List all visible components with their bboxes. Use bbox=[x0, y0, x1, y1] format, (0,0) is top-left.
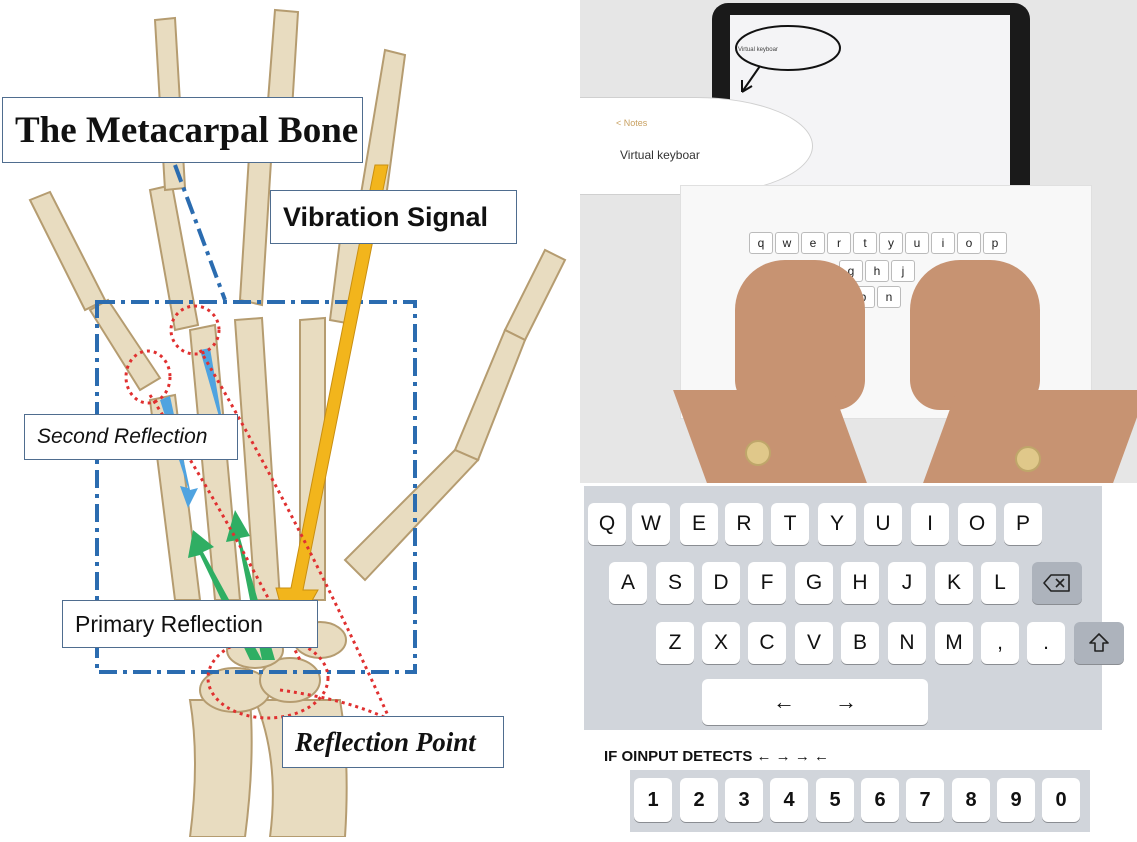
key-u[interactable]: U bbox=[864, 503, 902, 545]
notes-back-label: < Notes bbox=[616, 118, 648, 128]
left-arrow-icon[interactable]: ← bbox=[773, 689, 795, 714]
key-m[interactable]: M bbox=[935, 622, 973, 664]
hand-anatomy-diagram: The Metacarpal Bone Vibration Signal Sec… bbox=[2, 8, 567, 838]
tablet-note-text: Virtual keyboar bbox=[738, 47, 778, 53]
backspace-key[interactable] bbox=[1032, 562, 1082, 604]
key-r[interactable]: R bbox=[725, 503, 763, 545]
key-p[interactable]: P bbox=[1004, 503, 1042, 545]
key-9[interactable]: 9 bbox=[997, 778, 1035, 822]
right-arrow-icon[interactable]: → bbox=[835, 689, 857, 714]
key-t[interactable]: T bbox=[771, 503, 809, 545]
printed-key: y bbox=[879, 232, 903, 254]
metacarpal-bone-label: The Metacarpal Bone bbox=[2, 97, 363, 163]
key-8[interactable]: 8 bbox=[952, 778, 990, 822]
printed-key: u bbox=[905, 232, 929, 254]
printed-key: i bbox=[931, 232, 955, 254]
key-period[interactable]: . bbox=[1027, 622, 1065, 664]
printed-key: t bbox=[853, 232, 877, 254]
key-7[interactable]: 7 bbox=[906, 778, 944, 822]
key-c[interactable]: C bbox=[748, 622, 786, 664]
key-5[interactable]: 5 bbox=[816, 778, 854, 822]
key-a[interactable]: A bbox=[609, 562, 647, 604]
callout-circle-arrow bbox=[735, 25, 841, 93]
key-w[interactable]: W bbox=[632, 503, 670, 545]
key-k[interactable]: K bbox=[935, 562, 973, 604]
key-6[interactable]: 6 bbox=[861, 778, 899, 822]
key-1[interactable]: 1 bbox=[634, 778, 672, 822]
printed-key: n bbox=[877, 286, 901, 308]
key-e[interactable]: E bbox=[680, 503, 718, 545]
key-4[interactable]: 4 bbox=[770, 778, 808, 822]
key-h[interactable]: H bbox=[841, 562, 879, 604]
left-hand bbox=[735, 260, 865, 410]
key-s[interactable]: S bbox=[656, 562, 694, 604]
key-y[interactable]: Y bbox=[818, 503, 856, 545]
printed-key: j bbox=[891, 260, 915, 282]
zoomed-note-text: Virtual keyboar bbox=[620, 148, 700, 162]
second-reflection-label: Second Reflection bbox=[24, 414, 238, 460]
key-f[interactable]: F bbox=[748, 562, 786, 604]
key-i[interactable]: I bbox=[911, 503, 949, 545]
key-q[interactable]: Q bbox=[588, 503, 626, 545]
key-comma[interactable]: , bbox=[981, 622, 1019, 664]
primary-reflection-label: Primary Reflection bbox=[62, 600, 318, 648]
key-o[interactable]: O bbox=[958, 503, 996, 545]
key-j[interactable]: J bbox=[888, 562, 926, 604]
key-3[interactable]: 3 bbox=[725, 778, 763, 822]
right-hand bbox=[910, 260, 1040, 410]
key-2[interactable]: 2 bbox=[680, 778, 718, 822]
number-key-row: 1 2 3 4 5 6 7 8 9 0 bbox=[630, 770, 1090, 832]
key-v[interactable]: V bbox=[795, 622, 833, 664]
key-z[interactable]: Z bbox=[656, 622, 694, 664]
backspace-icon bbox=[1043, 574, 1070, 592]
detect-caption: IF OINPUT DETECTS ← → → ← bbox=[604, 748, 830, 765]
key-g[interactable]: G bbox=[795, 562, 833, 604]
vibration-sensor-left bbox=[745, 440, 771, 466]
virtual-keyboard: Q W E R T Y U I O P A S D F G H J K L Z … bbox=[584, 486, 1124, 730]
key-l[interactable]: L bbox=[981, 562, 1019, 604]
printed-key: r bbox=[827, 232, 851, 254]
left-forearm bbox=[673, 390, 867, 483]
zoomed-notes-bubble: < Notes Virtual keyboar bbox=[580, 98, 812, 194]
printed-key: q bbox=[749, 232, 773, 254]
printed-key: w bbox=[775, 232, 799, 254]
printed-key: o bbox=[957, 232, 981, 254]
vibration-sensor-right bbox=[1015, 446, 1041, 472]
key-0[interactable]: 0 bbox=[1042, 778, 1080, 822]
key-n[interactable]: N bbox=[888, 622, 926, 664]
printed-key: p bbox=[983, 232, 1007, 254]
reflection-point-label: Reflection Point bbox=[282, 716, 504, 768]
key-b[interactable]: B bbox=[841, 622, 879, 664]
shift-key[interactable] bbox=[1074, 622, 1124, 664]
typing-photo: Virtual keyboar < Notes Virtual keyboar … bbox=[580, 0, 1137, 483]
shift-icon bbox=[1089, 633, 1109, 652]
printed-key: e bbox=[801, 232, 825, 254]
key-d[interactable]: D bbox=[702, 562, 740, 604]
printed-key: h bbox=[865, 260, 889, 282]
key-x[interactable]: X bbox=[702, 622, 740, 664]
vibration-signal-label: Vibration Signal bbox=[270, 190, 517, 244]
arrow-keys[interactable]: ← → bbox=[702, 679, 928, 725]
